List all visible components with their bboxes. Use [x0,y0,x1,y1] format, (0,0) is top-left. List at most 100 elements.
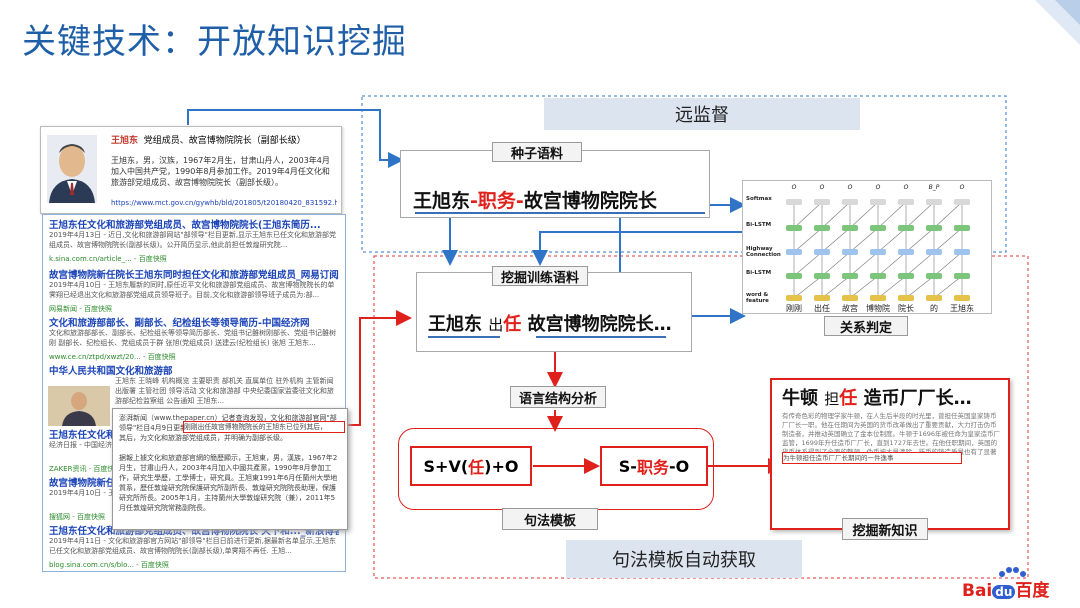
network-node [954,199,970,205]
network-node [842,249,858,255]
network-layer-label: word & feature [746,292,769,304]
relation-network-box [742,180,992,314]
network-layer-label: Bi-LSTM [746,222,772,228]
search-result-title[interactable]: 中华人民共和国文化和旅游部 [49,366,173,377]
profile-body: 王旭东，男，汉族，1967年2月生，甘肃山丹人，2003年4月加入中国共产党，1… [111,156,330,187]
network-node [954,273,970,279]
network-node [814,249,830,255]
search-result-source[interactable]: www.ce.cn/ztpd/xwzt/20... - 百度快照 [49,353,176,361]
article-highlight: 为牛顿担任造币厂厂长期间的一件逸事 [782,452,962,464]
network-node [898,295,914,301]
network-node [842,273,858,279]
entity2-underline [536,336,666,338]
training-corpus-label: 挖掘训练语料 [492,266,588,286]
network-layer-label: Highway Connection [746,246,781,258]
network-node [814,273,830,279]
network-node [814,295,830,301]
search-result-source[interactable]: ZAKER资讯 - 百度快照 [49,465,122,473]
profile-photo [47,135,97,203]
bilstm-network [786,199,970,301]
network-node [786,295,802,301]
search-result-snippet: 2019年4月11日 - 文化和旅游部官方网站"部领导"栏目日前进行更新,据最新… [49,537,337,555]
network-node [926,225,942,231]
search-result-title[interactable]: 故宫博物院新任院长王旭东 [49,478,164,489]
search-result-source[interactable]: 搜狐网 - 百度快照 [49,513,105,521]
network-node [898,273,914,279]
network-output-tag: O [875,184,881,191]
relation-judgment-label: 关系判定 [824,316,908,336]
result-thumbnail [48,386,110,426]
profile-url[interactable]: https://www.mct.gov.cn/gywhb/bld/201805/… [111,199,337,207]
network-output-tag: O [791,184,797,191]
network-token: 的 [930,304,938,313]
search-result-snippet: 王旭东 王晓峰 机构概览 主要职责 部机关 直属单位 驻外机构 主管新闻出版署 … [115,377,334,405]
seed-corpus-triple: 王旭东-职务-故宫博物院院长 [413,190,657,212]
profile-headline: 王旭东 党组成员、故宫博物院院长（副部长级） [111,136,306,146]
pattern-two-box: S- 职务-O [600,446,708,486]
network-node [926,273,942,279]
network-output-tag: O [903,184,909,191]
corner-decoration [1035,0,1080,45]
search-result-snippet: 2019年4月13日 - 近日,文化和旅游部网站"部领导"栏目更新,显示王旭东已… [49,231,337,249]
search-result-source[interactable]: 网易新闻 - 百度快照 [49,305,112,313]
syntax-template-label: 句法模板 [502,508,598,530]
training-corpus-box [416,272,692,352]
network-node [870,273,886,279]
search-result-snippet: 2019年4月10日 - 王旭东履新的同时,原任近平文化和旅游部党组成员、故宫博… [49,281,335,299]
search-result-title[interactable]: 王旭东任文化和旅游部党组成员、故宫博物院院长(王旭东简历... [49,220,321,231]
network-node [954,225,970,231]
network-node [842,225,858,231]
page-title: 关键技术：开放知识挖掘 [22,22,407,62]
seed-corpus-label: 种子语料 [492,142,582,162]
profile-card: 王旭东 党组成员、故宫博物院院长（副部长级） 王旭东，男，汉族，1967年2月生… [40,126,342,214]
network-layer-label: Bi-LSTM [746,270,772,276]
network-node [842,199,858,205]
network-token: 刚刚 [786,304,802,313]
network-node [786,199,802,205]
network-output-tag: O [819,184,825,191]
search-result-title[interactable]: 王旭东任文化和旅游部党组成员、故宫博物院院长 天下和..._新浪博客 [49,526,339,537]
network-output-tag: O [847,184,853,191]
seed-underline [415,212,705,214]
popup-highlight: 刚刚出任故宫博物院院长的王旭东已位列其后， [183,421,345,433]
network-node [870,199,886,205]
entity1-underline [428,336,500,338]
network-node [870,295,886,301]
network-node [870,225,886,231]
network-node [814,225,830,231]
network-node [926,249,942,255]
remote-supervision-label: 远监督 [544,98,860,130]
new-knowledge-label: 挖掘新知识 [842,518,928,540]
training-sentence: 王旭东 出任 故宫博物院院长… [428,314,672,335]
popup-text: 澎湃新闻（www.thepaper.cn）记者查询发现，文化和旅游部官网"部领导… [119,414,337,442]
news-popup: 澎湃新闻（www.thepaper.cn）记者查询发现，文化和旅游部官网"部领导… [112,408,348,530]
network-token: 院长 [898,304,914,313]
search-result-source[interactable]: k.sina.com.cn/article_... - 百度快照 [49,255,167,263]
network-output-tag: B_P [928,184,940,191]
network-node [786,225,802,231]
network-output-tag: O [959,184,965,191]
network-layer-label: Softmax [746,196,772,202]
network-node [954,249,970,255]
baidu-paw-icon [999,567,1026,577]
network-token: 王旭东 [950,304,974,313]
network-node [926,199,942,205]
search-result-title[interactable]: 文化和旅游部部长、副部长、纪检组长等领导简历-中国经济网 [49,318,310,329]
pattern-one-box: S+V(任)+O [410,446,532,486]
network-node [786,249,802,255]
popup-extra: 据報上據文化和旅遊部官網的簡歷顯示，王旭東，男，漢族，1967年2月生，甘肅山丹… [119,454,338,512]
network-node [786,273,802,279]
network-node [814,199,830,205]
search-result-title[interactable]: 故宫博物院新任院长王旭东同时担任文化和旅游部党组成员_网易订阅 [49,270,339,281]
syntax-analysis-label: 语言结构分析 [510,386,606,408]
search-result-snippet: 文化和旅游部部长、副部长、纪检组长等领导简历部长、党组书记雒树刚部长、党组书记雒… [49,329,336,347]
search-result-source[interactable]: blog.sina.com.cn/s/blo... - 百度快照 [49,561,169,569]
auto-template-label: 句法模板自动获取 [566,540,802,578]
new-knowledge-title: 牛顿 担任 造币厂厂长… [782,388,972,409]
network-token: 博物院 [866,304,890,313]
network-node [870,249,886,255]
network-node [842,295,858,301]
network-token: 故宫 [842,304,858,313]
network-node [954,295,970,301]
